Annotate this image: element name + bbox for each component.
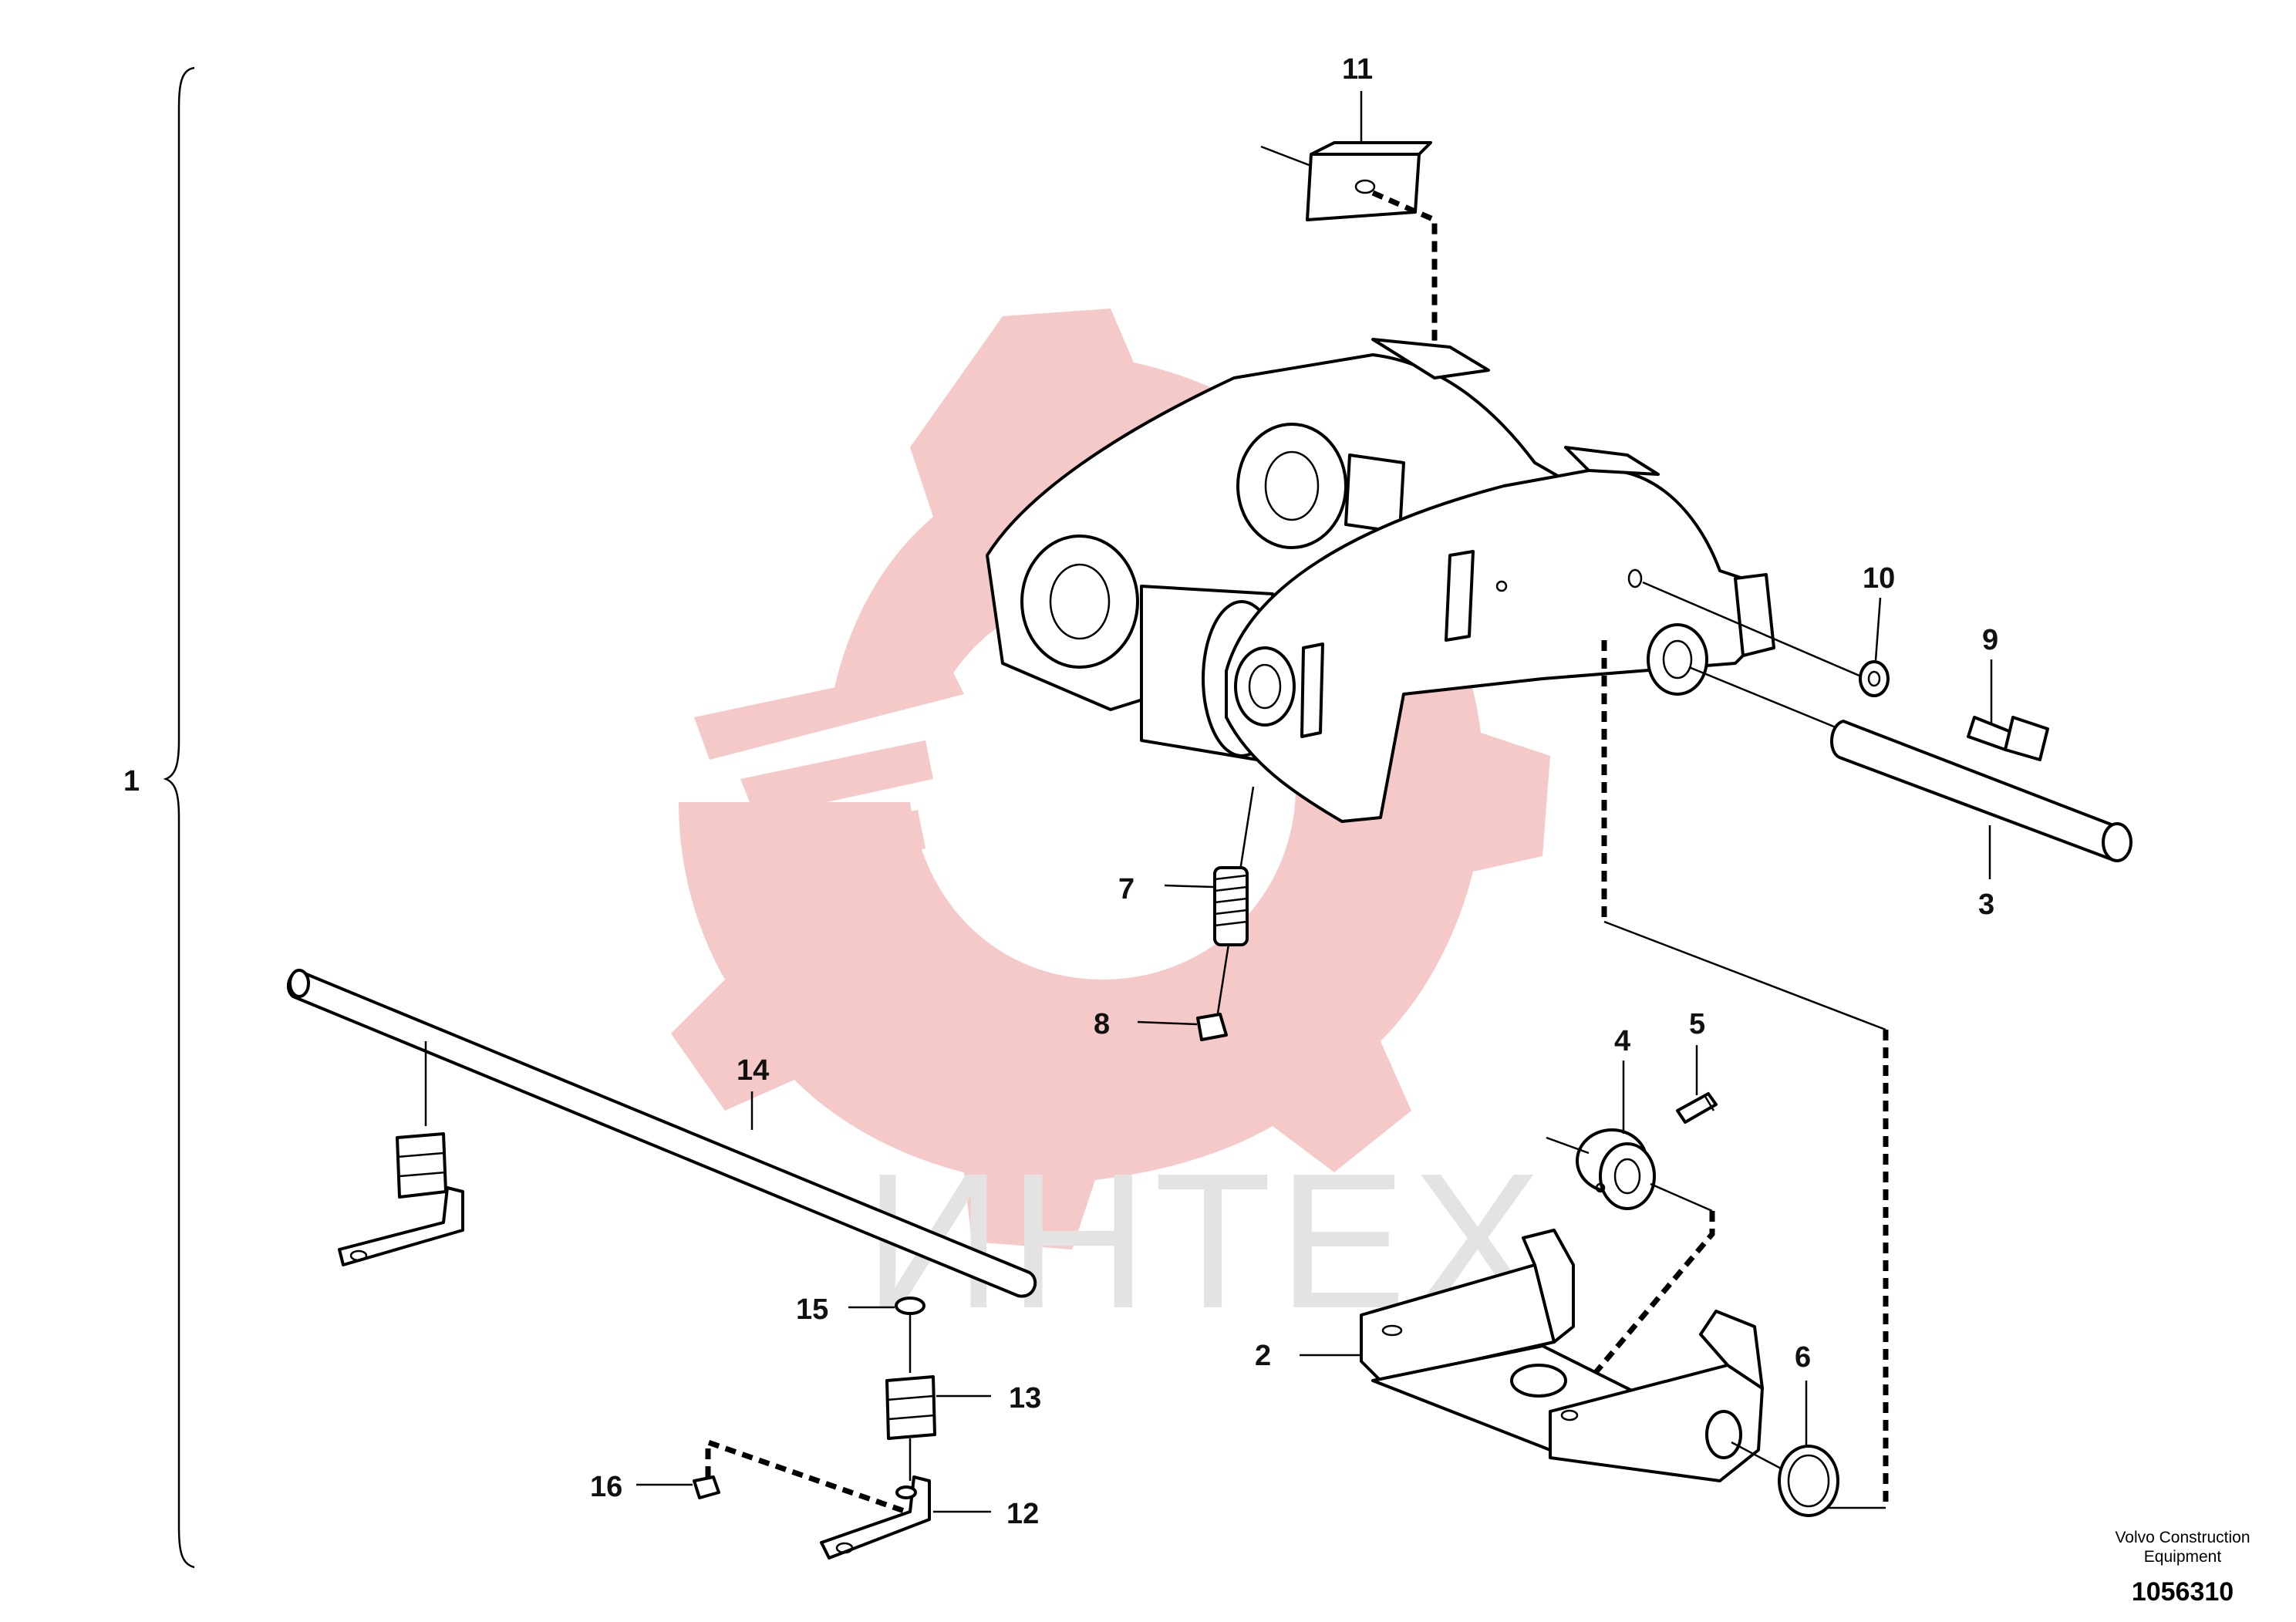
callout-14: 14: [737, 1054, 769, 1087]
callout-2: 2: [1255, 1340, 1271, 1372]
part-9-bolt: [1967, 659, 2049, 761]
part-10-washer: [1859, 597, 1890, 697]
callout-15: 15: [796, 1293, 828, 1326]
callout-5: 5: [1689, 1008, 1705, 1040]
part-3-pin: [1829, 720, 2132, 879]
part-13-clip: [885, 1375, 991, 1440]
part-15-screw: [848, 1297, 925, 1334]
part-5-pin: [1676, 1045, 1718, 1124]
callout-6: 6: [1795, 1341, 1811, 1374]
callout-1: 1: [123, 765, 140, 798]
part-11-wear-pad: [1260, 91, 1432, 221]
callout-12: 12: [1006, 1498, 1039, 1530]
callout-10: 10: [1863, 562, 1895, 595]
callout-7: 7: [1118, 873, 1135, 905]
assembly-brace: [163, 66, 195, 1569]
lever-body: [986, 338, 1775, 823]
dashed-line-4: [1586, 1211, 1715, 1383]
dashed-line-16: [705, 1438, 908, 1515]
callout-4: 4: [1614, 1025, 1630, 1057]
callout-16: 16: [590, 1471, 622, 1503]
axis-line-bolt: [1642, 581, 1867, 680]
part-16-nut: [636, 1475, 720, 1499]
part-8-plunger: [1137, 1013, 1228, 1041]
part-2-bracket: [1300, 1229, 1764, 1482]
part-4-ring: [1546, 1061, 1656, 1210]
callout-11: 11: [1342, 53, 1373, 86]
callout-9: 9: [1982, 624, 1998, 656]
callout-8: 8: [1094, 1008, 1110, 1040]
callout-13: 13: [1009, 1382, 1041, 1415]
callout-3: 3: [1978, 889, 1994, 921]
axis-line-pin: [1688, 666, 1840, 730]
part-12-bracket: [820, 1475, 991, 1560]
part-7-spring: [1164, 866, 1249, 946]
document-number: 1056310: [2132, 1577, 2234, 1607]
credit-line-2: Equipment: [2144, 1548, 2222, 1566]
connector-line-4: [1650, 1182, 1713, 1212]
part-6-o-ring: [1778, 1381, 1839, 1517]
part-14-rod: [286, 969, 1037, 1298]
credit-line-1: Volvo Construction: [2115, 1529, 2250, 1546]
connector-line-6: [1603, 920, 1886, 1031]
